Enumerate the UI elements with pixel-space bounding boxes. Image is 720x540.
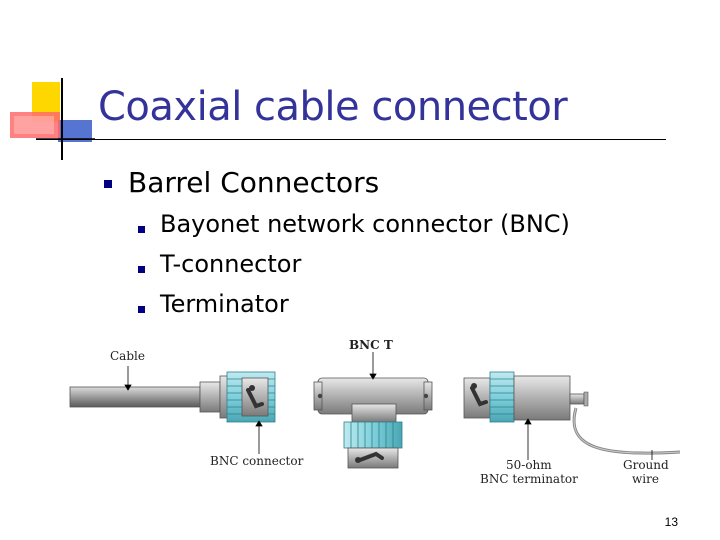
bullet-square-icon bbox=[138, 226, 145, 233]
bullet-square-icon bbox=[138, 266, 145, 273]
bullet-t-connector: T-connector bbox=[160, 250, 302, 278]
slide-title: Coaxial cable connector bbox=[98, 84, 568, 130]
bullet-bnc: Bayonet network connector (BNC) bbox=[160, 210, 570, 238]
bullet-square-icon bbox=[138, 306, 145, 313]
label-50-ohm: 50-ohm bbox=[506, 458, 552, 472]
bnc-t-drawing bbox=[313, 377, 433, 469]
slide-logo bbox=[10, 78, 95, 160]
bullet-barrel-connectors: Barrel Connectors bbox=[128, 166, 380, 199]
label-bnc-connector: BNC connector bbox=[210, 454, 304, 468]
label-bnc-terminator: BNC terminator bbox=[480, 472, 578, 486]
page-number: 13 bbox=[664, 515, 678, 529]
bullet-square-icon bbox=[104, 180, 112, 188]
label-cable: Cable bbox=[110, 349, 145, 363]
title-divider bbox=[36, 139, 666, 140]
label-wire: wire bbox=[632, 472, 659, 486]
terminator-drawing bbox=[463, 371, 681, 455]
label-bnc-t: BNC T bbox=[349, 338, 393, 352]
bnc-connector-drawing bbox=[69, 371, 276, 423]
bullet-terminator: Terminator bbox=[160, 290, 289, 318]
coaxial-connector-figure: Cable BNC T BNC connector 50-ohm BNC ter… bbox=[69, 338, 681, 486]
label-ground: Ground bbox=[623, 458, 669, 472]
